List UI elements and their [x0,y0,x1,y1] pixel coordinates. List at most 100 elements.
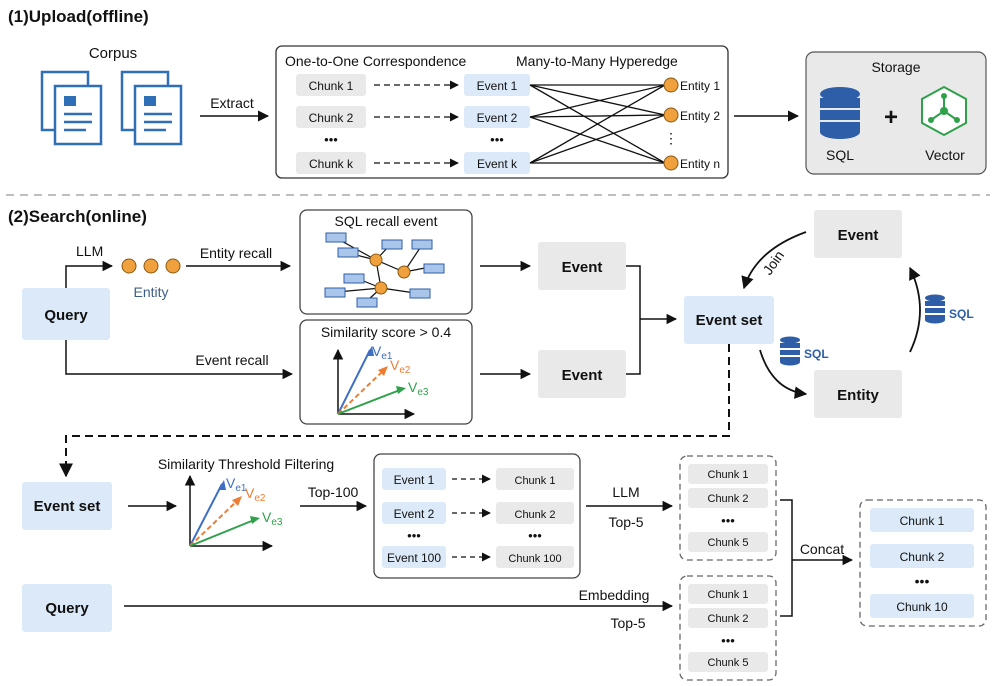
document-icon [40,70,183,146]
top100-label: Top-100 [308,484,359,500]
vector-db-icon [921,85,967,137]
entity-label: Entity 1 [680,79,720,93]
entity-box-label: Entity [837,387,879,404]
embedding-label: Embedding [579,587,650,603]
filter-vector-axes [184,474,274,552]
ellipsis: ••• [528,528,542,543]
event-label: Event 1 [394,473,435,487]
vec-base: V [226,475,236,491]
event-box [538,350,626,398]
vertical-ellipsis: ⋮ [664,130,678,146]
ellipsis: ••• [324,132,338,147]
chunk-box [688,652,768,672]
vector-label-e3: Ve3 [408,379,429,398]
query-label: Query [44,307,88,324]
event-label: Event 2 [394,507,435,521]
event-box [382,546,446,568]
ellipsis: ••• [915,573,930,589]
chunk-label: Chunk k [309,157,354,171]
event-label: Event [562,367,603,384]
filter-title: Similarity Threshold Filtering [158,456,334,472]
cycle-event-label: Event [838,227,879,244]
recall-graph-entity [374,281,388,295]
top5-label: Top-5 [608,514,643,530]
llm-label: LLM [76,243,103,259]
chunk-label: Chunk 100 [508,553,561,565]
plus-sign: + [884,104,898,131]
top5-label: Top-5 [610,615,645,631]
ellipsis: ••• [721,633,735,648]
query-box [22,584,112,632]
chunk-label: Chunk 2 [515,509,556,521]
upload-section-title: (1)Upload(offline) [8,7,149,26]
final-chunk-box [870,594,974,618]
event-box [464,152,530,174]
merge-line [626,319,641,375]
many-to-many-label: Many-to-Many Hyperedge [516,53,678,69]
sql-recall-title: SQL recall event [335,213,438,229]
entity-caption: Entity [133,284,168,300]
sql-tag: SQL [949,307,974,321]
database-icon [820,87,860,139]
query-label: Query [45,600,89,617]
vector-label: Vector [925,147,965,163]
chunk-box [688,532,768,552]
chunk-label: Chunk 2 [900,550,945,564]
back-arrow [909,266,921,353]
chunk-box [688,488,768,508]
merge-line [626,265,641,319]
join-label: Join [759,248,787,278]
vec-sub: e2 [254,493,266,504]
chunk-label: Chunk 1 [515,475,556,487]
chunk-label: Chunk 2 [708,493,749,505]
event-label: Event 2 [477,111,518,125]
entity-recall-label: Entity recall [200,245,272,261]
vec-sub: e3 [417,387,429,398]
event-box [382,502,446,524]
entity-label: Entity 2 [680,109,720,123]
chunk-label: Chunk 1 [900,514,945,528]
chunk-label: Chunk 10 [896,600,948,614]
chunk-box [496,502,574,524]
entity-box [814,370,902,418]
entity-node [143,258,159,274]
chunk-box [296,74,366,96]
final-chunk-box [870,508,974,532]
event-box [464,74,530,96]
hyperedge-lines [529,84,666,164]
vec-base: V [408,379,418,395]
chunk-box [296,106,366,128]
vector-label-e2: Ve2 [390,357,411,376]
event-label: Event 100 [387,551,441,565]
chunk-label: Chunk 2 [708,613,749,625]
event-label: Event [562,259,603,276]
llm-label: LLM [612,484,639,500]
event-set-label: Event set [696,312,763,329]
vector-label-e3: Ve3 [262,509,283,528]
chunk-label: Chunk 2 [309,111,354,125]
llm-arrow [65,260,114,288]
sql-tag: SQL [804,347,829,361]
entity-node [663,77,679,93]
event-box [382,468,446,490]
sql-label: SQL [826,147,854,163]
event-set-label: Event set [34,498,101,515]
event-label: Event k [477,157,518,171]
chunk-box [496,546,574,568]
chunk-box [688,608,768,628]
vec-sub: e2 [399,365,411,376]
chunk-label: Chunk 5 [708,537,749,549]
entity-node [663,155,679,171]
chunk-box [496,468,574,490]
event-recall-arrow [65,340,294,380]
event-set-box [22,482,112,530]
entity-node [663,107,679,123]
similarity-panel [299,319,473,425]
final-chunk-box [870,544,974,568]
event-label: Event 1 [477,79,518,93]
query-box [22,288,110,340]
recall-graph-entity [369,253,383,267]
storage-title: Storage [871,59,920,75]
ellipsis: ••• [721,513,735,528]
